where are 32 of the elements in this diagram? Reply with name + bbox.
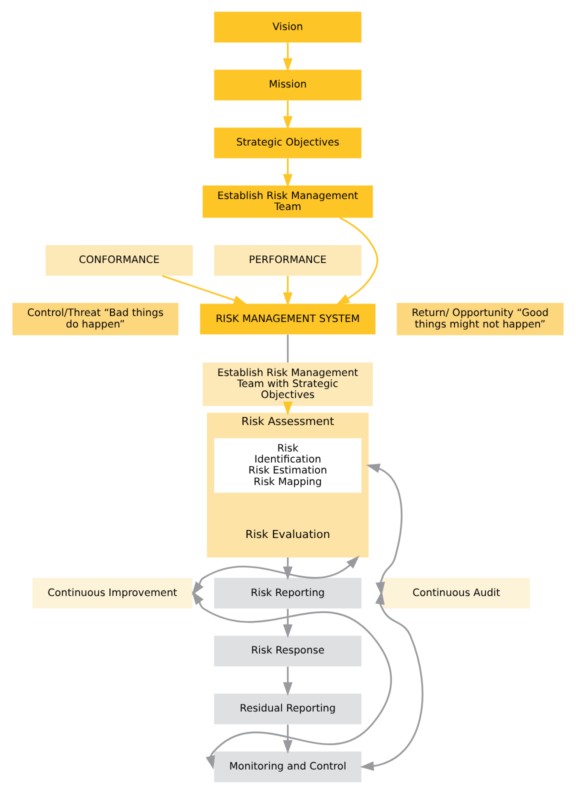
arrow (283, 402, 293, 416)
node-box: Establish Risk Management Team (202, 185, 373, 218)
arrow (283, 158, 293, 188)
node-box: Risk Reporting (214, 578, 362, 609)
node-box: Vision (214, 12, 362, 42)
arrow (283, 666, 293, 696)
node-box: CONFORMANCE (46, 245, 193, 276)
arrow (283, 724, 293, 754)
node-box: Residual Reporting (214, 694, 362, 724)
arrow (192, 556, 360, 596)
arrow (283, 608, 293, 638)
node-box: Continuous Audit (382, 578, 530, 609)
node-box: PERFORMANCE (214, 245, 362, 276)
node-box: Strategic Objectives (214, 128, 362, 158)
arrow (283, 100, 293, 130)
connector (286, 334, 289, 362)
node-box: RISK MANAGEMENT SYSTEM (200, 304, 376, 334)
node-box: Monitoring and Control (214, 752, 362, 782)
node-box: Return/ Opportunity “Good things might not happen” (396, 302, 564, 336)
arrow (192, 591, 392, 770)
arrow (336, 217, 378, 305)
node-box: Risk Response (214, 636, 362, 666)
node-box: Mission (214, 70, 362, 100)
node-box: Risk Identification Risk Estimation Risk Mapping (214, 438, 362, 493)
node-box: Control/Threat “Bad things do happen” (12, 302, 178, 336)
node-box: Continuous Improvement (32, 578, 192, 609)
arrow (360, 590, 424, 771)
arrow (283, 42, 293, 72)
arrow (283, 557, 293, 580)
arrow (283, 276, 293, 306)
arrow (366, 464, 402, 596)
arrow (162, 274, 248, 305)
